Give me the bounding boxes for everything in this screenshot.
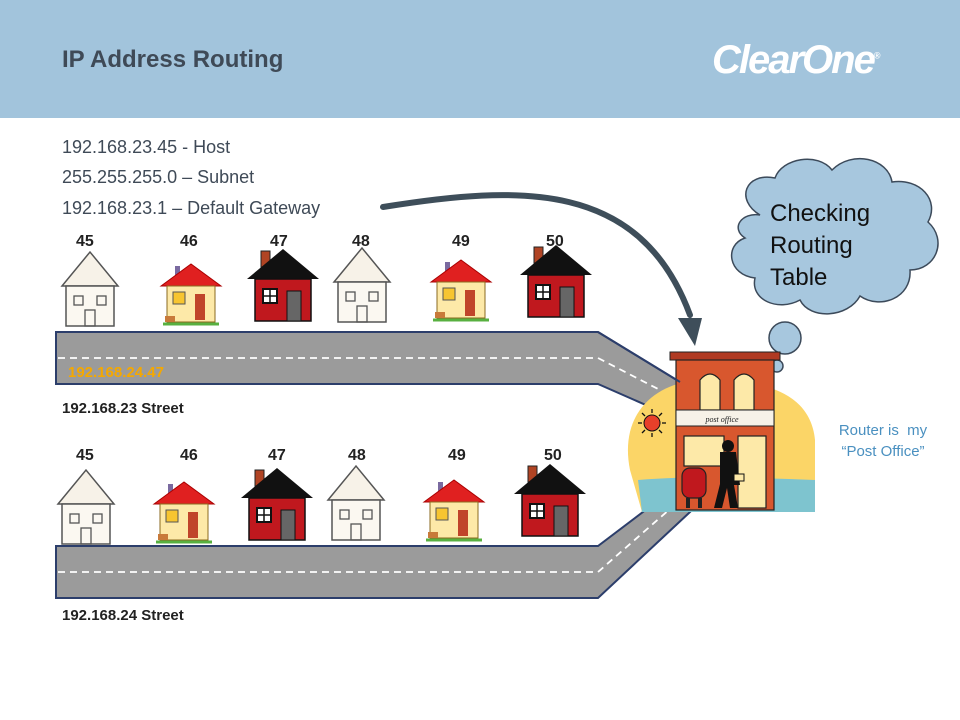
- top-street-houses: 45 46 47 48 49 50: [61, 233, 593, 327]
- top-house-number-47: 47: [270, 233, 288, 250]
- house-49-icon: [429, 258, 493, 322]
- cloud-line-table: Table: [770, 264, 828, 291]
- top-house-number-48: 48: [352, 233, 370, 250]
- house-47-icon: [240, 467, 314, 541]
- page-title: IP Address Routing: [62, 46, 284, 73]
- logo-registered-mark: ®: [873, 50, 881, 61]
- logo-text: ClearOne: [712, 38, 876, 82]
- bottom-street-name: 192.168.24 Street: [62, 607, 184, 624]
- post-office-router: post office: [627, 351, 815, 512]
- clearone-logo: ClearOne®: [712, 38, 881, 83]
- house-48-icon: [327, 465, 385, 541]
- top-street-name: 192.168.23 Street: [62, 400, 184, 417]
- house-48-icon: [333, 247, 391, 323]
- top-house-number-49: 49: [452, 233, 470, 250]
- bottom-street-houses: 45 46 47 48 49 50: [57, 447, 587, 545]
- subnet-mask: 255.255.255.0 – Subnet: [62, 167, 255, 187]
- thought-cloud: [730, 157, 939, 373]
- house-46-icon: [159, 262, 223, 326]
- top-house-number-45: 45: [76, 233, 94, 250]
- mail-carrier-icon: [714, 440, 745, 508]
- default-gateway: 192.168.23.1 – Default Gateway: [62, 198, 321, 218]
- house-45-icon: [57, 469, 115, 545]
- top-house-number-46: 46: [180, 233, 198, 250]
- packet-destination-address: 192.168.24.47: [68, 364, 164, 381]
- house-50-icon: [513, 463, 587, 537]
- house-45-icon: [61, 251, 119, 327]
- mailbox-icon: [681, 467, 707, 508]
- router-note-line1: Router is my: [838, 422, 928, 439]
- cloud-text: Checking Routing Table: [770, 198, 910, 294]
- bottom-house-number-46: 46: [180, 447, 198, 464]
- house-47-icon: [246, 248, 320, 322]
- sun-icon: [638, 409, 666, 437]
- header-banner: [0, 0, 960, 118]
- top-house-number-50: 50: [546, 233, 564, 250]
- bottom-house-number-47: 47: [268, 447, 286, 464]
- bottom-house-number-45: 45: [76, 447, 94, 464]
- cloud-line-checking: Checking: [770, 200, 871, 227]
- cloud-line-routing: Routing: [770, 232, 853, 259]
- router-note-line2: “Post Office”: [841, 443, 925, 460]
- router-note: Router is my “Post Office”: [826, 420, 940, 462]
- post-office-sign: post office: [704, 415, 739, 424]
- bottom-house-number-50: 50: [544, 447, 562, 464]
- house-50-icon: [519, 244, 593, 318]
- gateway-arrow: [380, 192, 702, 346]
- house-46-icon: [152, 480, 216, 544]
- host-address: 192.168.23.45 - Host: [62, 137, 231, 157]
- house-49-icon: [422, 478, 486, 542]
- bottom-house-number-49: 49: [448, 447, 466, 464]
- bottom-house-number-48: 48: [348, 447, 366, 464]
